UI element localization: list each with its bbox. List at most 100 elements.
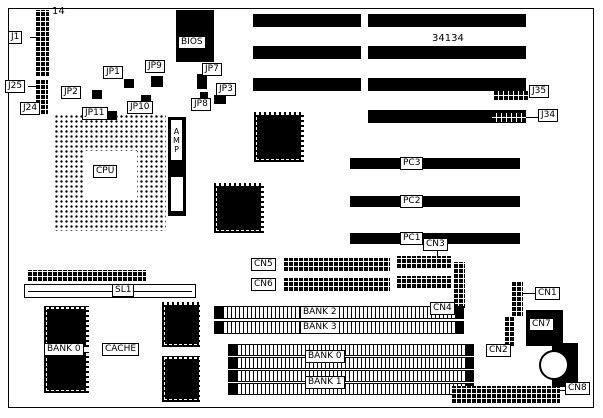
cn1-connector bbox=[512, 282, 523, 316]
label-jp10: JP10 bbox=[127, 101, 153, 114]
simm-clip bbox=[214, 306, 223, 319]
simm-clip bbox=[465, 357, 474, 369]
label-cn1: CN1 bbox=[535, 287, 560, 300]
cn8-leader-line bbox=[558, 390, 566, 391]
chipset-chip-2-core bbox=[217, 186, 261, 230]
label-bank0-chips: BANK 0 bbox=[44, 343, 84, 356]
isa-slot-4 bbox=[368, 110, 526, 123]
cn6-connector bbox=[284, 278, 390, 291]
simm-clip bbox=[455, 321, 464, 334]
cn5-connector bbox=[284, 258, 390, 271]
label-jp3: JP3 bbox=[216, 83, 236, 96]
label-jp11: JP11 bbox=[82, 107, 108, 120]
jp1-jumper-block bbox=[124, 79, 134, 88]
label-j24: J24 bbox=[20, 102, 41, 115]
simm-clip bbox=[228, 344, 237, 356]
isa-slot-2-right bbox=[368, 46, 526, 59]
label-amp: AMP bbox=[170, 119, 183, 161]
cache-chip-2-core bbox=[165, 359, 197, 399]
simm-clip bbox=[465, 344, 474, 356]
j1-connector bbox=[36, 10, 49, 76]
sl1-pin-header bbox=[28, 270, 146, 281]
label-bank1: BANK 1 bbox=[305, 376, 345, 389]
label-cpu: CPU bbox=[93, 165, 118, 178]
chipset-chip-1-core bbox=[257, 115, 301, 159]
jp7-jumper-block bbox=[197, 74, 207, 89]
label-cn3: CN3 bbox=[423, 238, 448, 251]
bank0-chip-2 bbox=[44, 352, 89, 393]
part-number-text: 34134 bbox=[432, 33, 464, 44]
label-cn2: CN2 bbox=[486, 344, 511, 357]
j34-connector bbox=[492, 113, 526, 122]
j25-leader-line bbox=[28, 86, 36, 87]
label-cn8: CN8 bbox=[565, 382, 590, 395]
isa-slot-1-right bbox=[368, 14, 526, 27]
label-jp1: JP1 bbox=[103, 66, 123, 79]
simm-clip bbox=[228, 370, 237, 382]
simm-clip bbox=[214, 321, 223, 334]
isa-slot-2-left bbox=[253, 46, 361, 59]
label-sl1: SL1 bbox=[112, 284, 135, 297]
label-j35: J35 bbox=[529, 85, 550, 98]
cn3-connector-b bbox=[397, 276, 451, 288]
label-pc1: PC1 bbox=[400, 232, 424, 245]
bank0-chip-1-core bbox=[47, 309, 86, 344]
label-pc3: PC3 bbox=[400, 157, 424, 170]
simm-clip bbox=[228, 383, 237, 395]
label-jp2: JP2 bbox=[61, 86, 81, 99]
isa-slot-1-left bbox=[253, 14, 361, 27]
cache-chip-1 bbox=[162, 302, 200, 347]
amp-component: AMP bbox=[168, 117, 186, 216]
motherboard-outline bbox=[8, 8, 594, 408]
jp3-jumper-block bbox=[214, 95, 226, 104]
chipset-chip-1 bbox=[254, 112, 304, 162]
label-j25: J25 bbox=[5, 80, 26, 93]
cache-chip-2 bbox=[162, 356, 200, 402]
isa-slot-3-right bbox=[368, 78, 526, 91]
label-cn7: CN7 bbox=[529, 318, 554, 331]
jp8-jumper-block bbox=[200, 92, 208, 103]
keyboard-din-connector bbox=[539, 350, 569, 380]
label-j1: J1 bbox=[8, 31, 23, 44]
cn3-leader-line bbox=[437, 251, 438, 256]
j1-leader-line bbox=[30, 37, 36, 38]
label-bank0: BANK 0 bbox=[305, 350, 345, 363]
label-cache: CACHE bbox=[102, 343, 140, 356]
jp9-jumper-block bbox=[151, 76, 163, 87]
jp10-jumper-block bbox=[141, 95, 151, 104]
chipset-chip-2 bbox=[214, 183, 264, 233]
cn3-connector-a bbox=[397, 256, 451, 268]
simm-slot-bank0-a bbox=[228, 344, 474, 356]
label-cn6: CN6 bbox=[251, 278, 276, 291]
label-bios: BIOS bbox=[178, 36, 206, 49]
label-jp8: JP8 bbox=[191, 98, 211, 111]
isa-slot-3-left bbox=[253, 78, 361, 91]
cn2-connector bbox=[505, 316, 515, 346]
label-cn4: CN4 bbox=[430, 302, 455, 315]
simm-clip bbox=[455, 306, 464, 319]
sl1-slot-groove bbox=[28, 291, 192, 292]
simm-slot-bank0-b bbox=[228, 357, 474, 369]
cn4-connector bbox=[454, 262, 465, 308]
jp2-jumper-block bbox=[92, 90, 102, 99]
simm-clip bbox=[228, 357, 237, 369]
pci-slot-pc3 bbox=[350, 158, 520, 169]
cpu-socket: CPU bbox=[54, 114, 166, 231]
label-jp9: JP9 bbox=[145, 60, 165, 73]
bank0-chip-1 bbox=[44, 306, 89, 347]
label-bank2: BANK 2 bbox=[300, 306, 340, 319]
cache-chip-1-core bbox=[165, 305, 197, 344]
label-cn5: CN5 bbox=[251, 258, 276, 271]
simm-slot-bank1-a bbox=[228, 370, 474, 382]
sl1-slot bbox=[24, 284, 196, 298]
simm-clip bbox=[465, 370, 474, 382]
label-jp7: JP7 bbox=[202, 63, 222, 76]
label-pc2: PC2 bbox=[400, 195, 424, 208]
amp-slot-window bbox=[171, 177, 183, 211]
cn8-connector bbox=[452, 386, 560, 403]
simm-slot-bank1-b bbox=[228, 383, 474, 395]
bank0-chip-2-core bbox=[47, 355, 86, 390]
j35-connector bbox=[494, 91, 528, 100]
j34-leader-line bbox=[526, 117, 538, 118]
